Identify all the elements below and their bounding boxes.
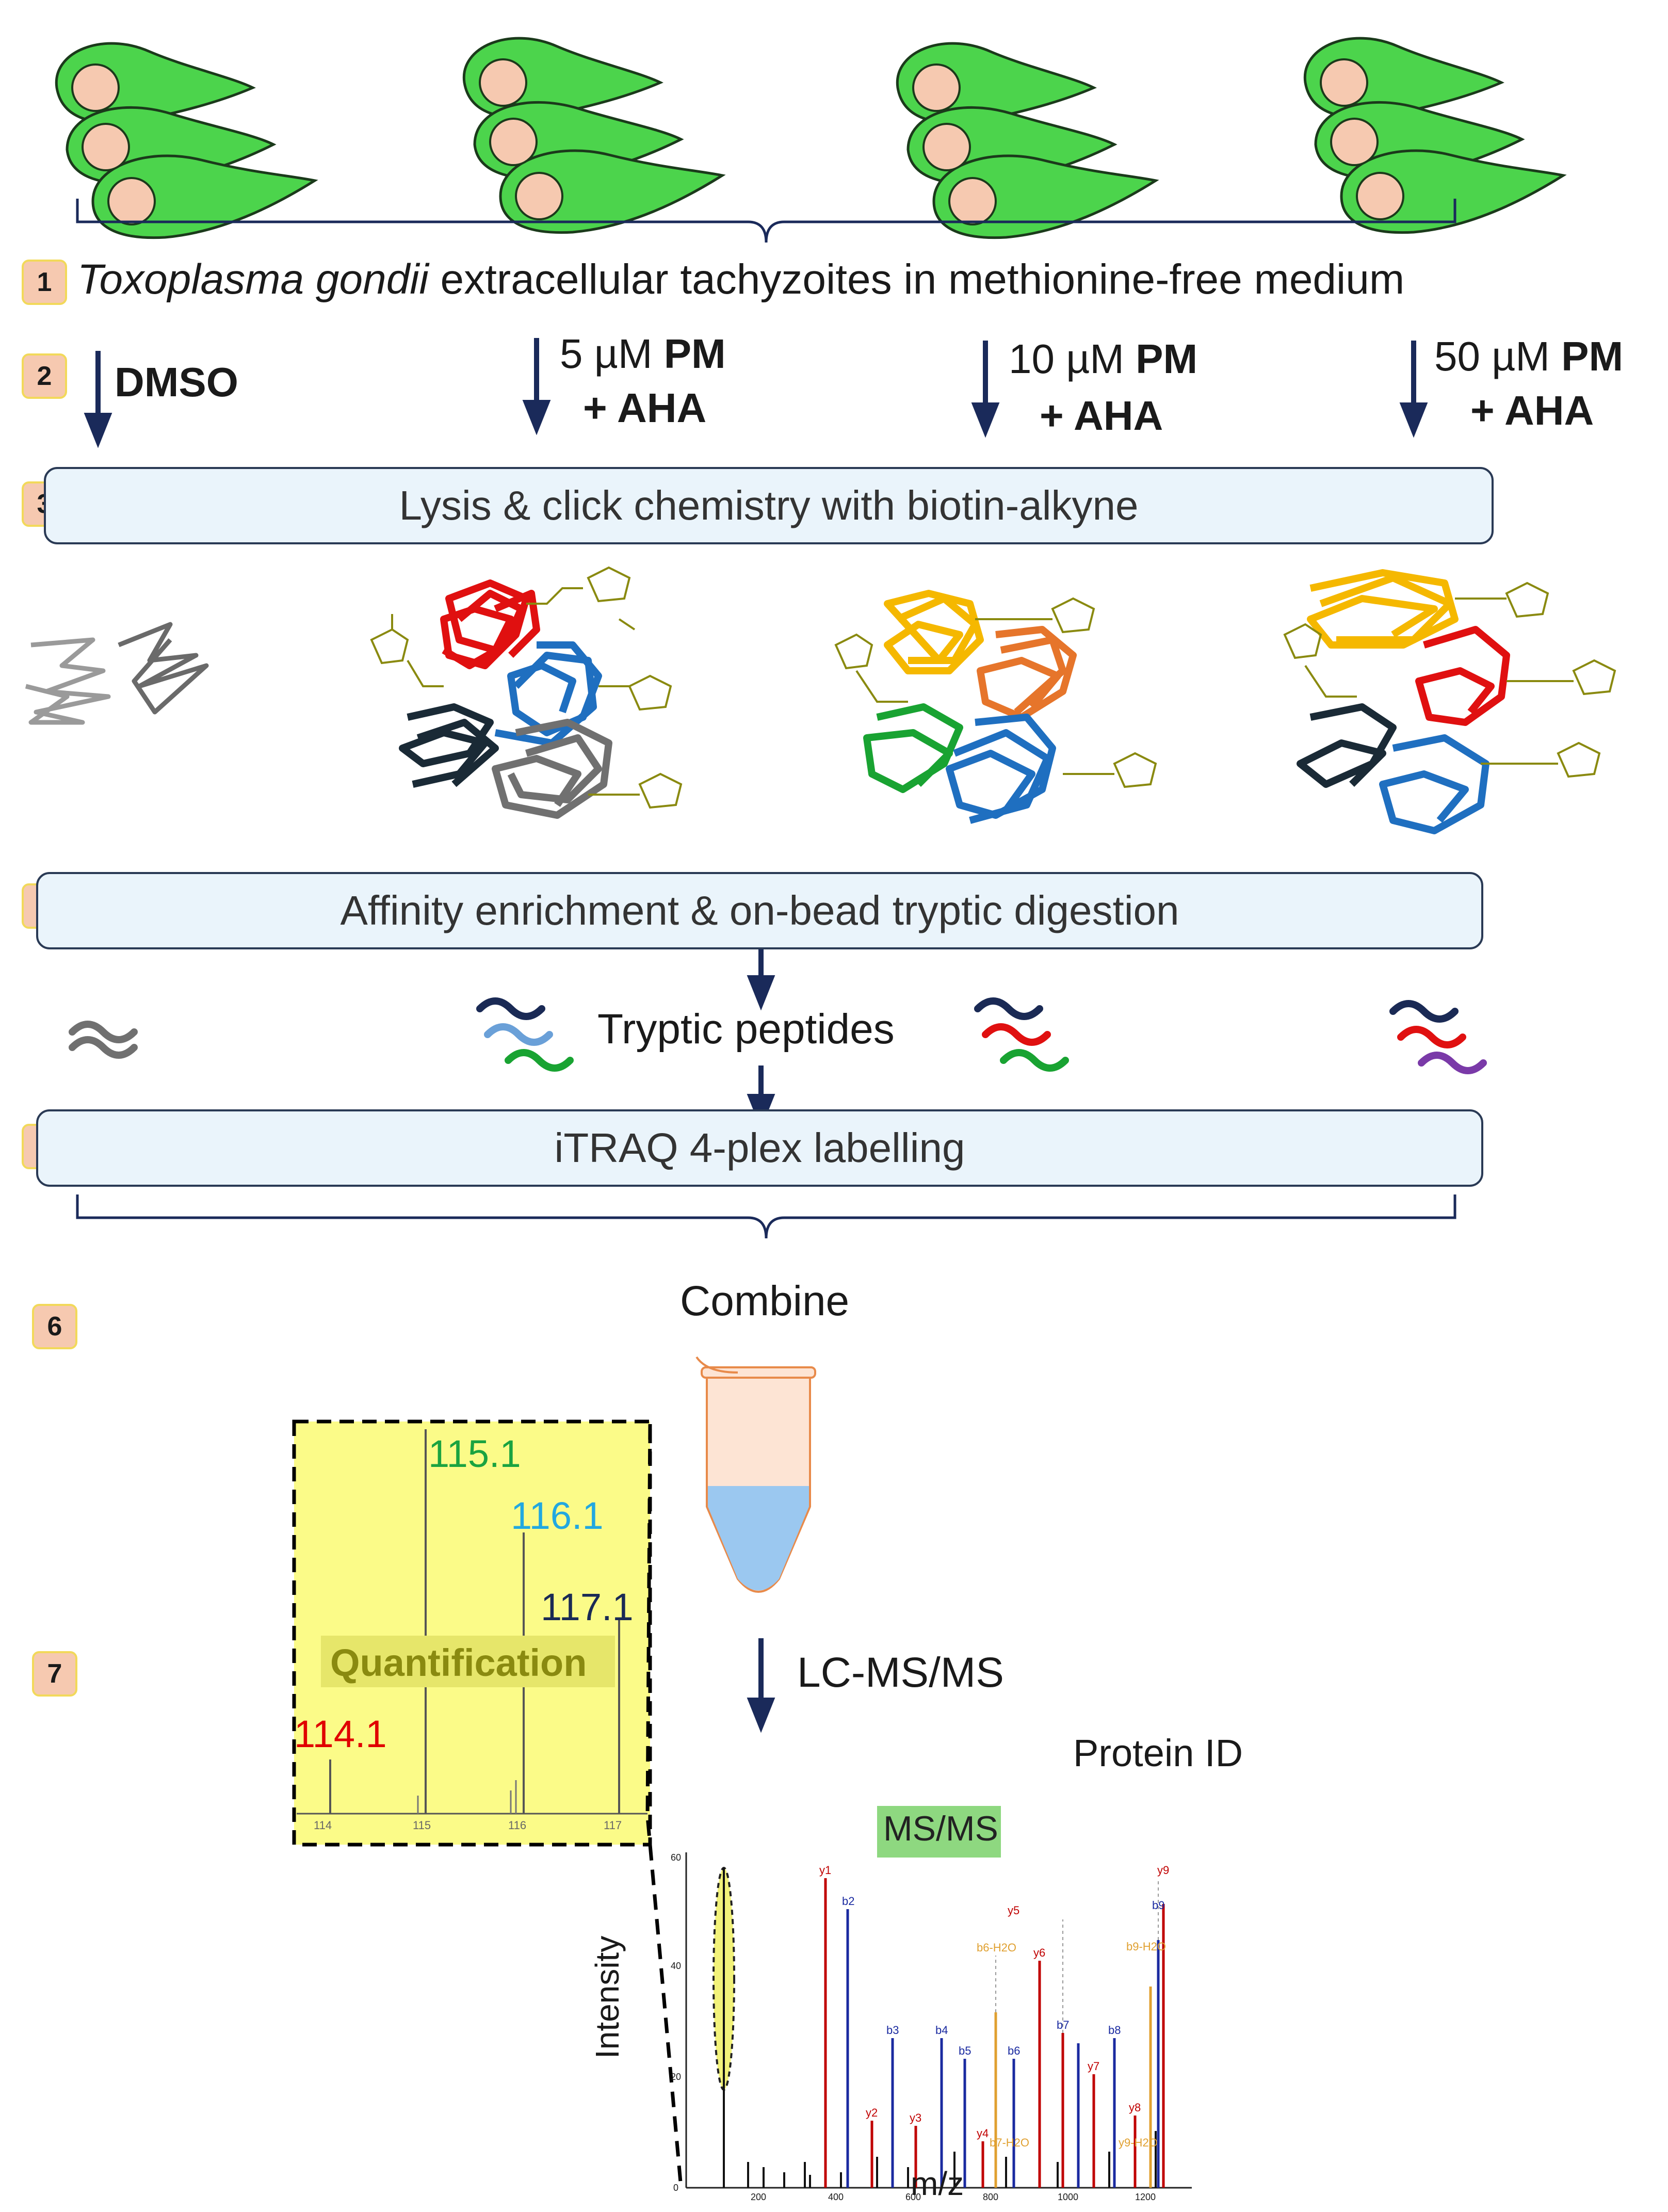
- ion-label: y2: [866, 2106, 878, 2119]
- step-1-title: Toxoplasma gondii extracellular tachyzoi…: [77, 255, 1404, 304]
- tryptic-peptides: [69, 997, 1487, 1074]
- msms-ytick-20: 20: [671, 2072, 682, 2082]
- ion-label: y8: [1129, 2101, 1141, 2114]
- ion-label: b6: [1008, 2044, 1021, 2057]
- condition-dmso: DMSO: [115, 359, 238, 405]
- tryptic-peptides-label: Tryptic peptides: [597, 1006, 895, 1053]
- ion-label: b8: [1108, 2024, 1121, 2037]
- quantification-label: Quantification: [330, 1641, 587, 1684]
- ion-label: b5: [959, 2044, 971, 2057]
- quant-tick-117: 117: [604, 1819, 622, 1832]
- msms-xtick-1200: 1200: [1135, 2192, 1156, 2202]
- step-2-badge: 2: [22, 353, 67, 399]
- step-7-badge: 7: [32, 1651, 77, 1697]
- msms-xtick-200: 200: [751, 2192, 767, 2202]
- ion-label: b9: [1152, 1899, 1165, 1912]
- peak-117-label: 117.1: [541, 1586, 634, 1628]
- peak-114-label: 114.1: [294, 1713, 387, 1755]
- ion-label: y4: [977, 2127, 989, 2140]
- msms-spectrum: [685, 1806, 1192, 2189]
- combine-label: Combine: [680, 1278, 850, 1325]
- msms-ytick-40: 40: [671, 1961, 682, 1971]
- ion-label: y1: [819, 1864, 832, 1877]
- step2-arrows: [84, 338, 1428, 448]
- protein-id-label: Protein ID: [1073, 1732, 1243, 1774]
- step-3-box: Lysis & click chemistry with biotin-alky…: [44, 467, 1494, 544]
- sample-tube: [695, 1356, 816, 1593]
- dmso-unlabelled-proteins: [25, 622, 209, 725]
- quant-tick-114: 114: [314, 1819, 332, 1832]
- zoom-lines: [645, 1424, 683, 2188]
- condition-50um-line1: 50 µM PM: [1434, 333, 1624, 379]
- condition-10um-line2: + AHA: [1040, 393, 1163, 439]
- peak-116-label: 116.1: [511, 1494, 604, 1537]
- msms-xtick-800: 800: [983, 2192, 999, 2202]
- condition-10um-line1: 10 µM PM: [1009, 336, 1198, 382]
- ion-label: y9-H2O: [1119, 2136, 1158, 2149]
- species-name: Toxoplasma gondii: [77, 256, 429, 303]
- msms-xlabel: m/z: [911, 2165, 964, 2202]
- proteins-10uM: [863, 590, 1077, 824]
- ion-label: b4: [935, 2024, 948, 2037]
- ion-label: b6-H2O: [977, 1941, 1017, 1954]
- tachyzoite-cluster-1: [56, 43, 315, 238]
- ion-label: b3: [886, 2024, 899, 2037]
- top-bracket: [76, 199, 1456, 243]
- ion-label: y7: [1088, 2060, 1100, 2073]
- msms-ytick-0: 0: [673, 2183, 679, 2193]
- condition-50um-line2: + AHA: [1470, 387, 1594, 433]
- ion-label: y3: [910, 2111, 922, 2124]
- step-1-title-rest: extracellular tachyzoites in methionine-…: [428, 256, 1405, 303]
- condition-5um-line2: + AHA: [583, 385, 707, 431]
- proteins-5uM: [399, 579, 612, 819]
- msms-xtick-400: 400: [828, 2192, 844, 2202]
- ion-label: b9-H2O: [1126, 1940, 1167, 1953]
- msms-xtick-600: 600: [905, 2192, 921, 2202]
- ion-label: y5: [1008, 1904, 1020, 1917]
- ion-label: b2: [842, 1895, 855, 1908]
- ion-label: b7: [1057, 2019, 1070, 2031]
- lcmsms-label: LC-MS/MS: [797, 1649, 1004, 1696]
- quant-tick-115: 115: [413, 1819, 431, 1832]
- quantification-panel: [292, 1419, 652, 1847]
- quant-tick-116: 116: [508, 1819, 527, 1832]
- tachyzoite-cluster-4: [1305, 38, 1563, 233]
- step-5-box: iTRAQ 4-plex labelling: [36, 1109, 1483, 1187]
- tachyzoite-cluster-2: [464, 38, 722, 233]
- ion-label: y9: [1157, 1864, 1170, 1877]
- ion-label: y6: [1033, 1946, 1046, 1959]
- bottom-bracket: [76, 1194, 1456, 1239]
- ion-label: b7-H2O: [990, 2136, 1030, 2149]
- proteins-50uM: [1297, 569, 1510, 834]
- step-4-box: Affinity enrichment & on-bead tryptic di…: [36, 872, 1483, 949]
- step-6-badge: 6: [32, 1304, 77, 1349]
- condition-5um-line1: 5 µM PM: [560, 331, 726, 377]
- peak-115-label: 115.1: [428, 1432, 521, 1475]
- msms-ytick-60: 60: [671, 1852, 682, 1863]
- msms-label: MS/MS: [883, 1809, 998, 1848]
- step-1-badge: 1: [22, 260, 67, 305]
- biotin-tags: [370, 566, 1616, 809]
- tachyzoite-cluster-3: [897, 43, 1156, 238]
- msms-xtick-1000: 1000: [1058, 2192, 1079, 2202]
- center-arrows: [747, 944, 775, 1733]
- msms-ylabel: Intensity: [589, 1935, 626, 2059]
